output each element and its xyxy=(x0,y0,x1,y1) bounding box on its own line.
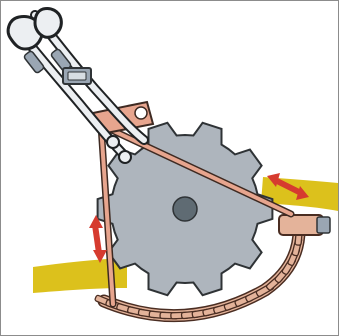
bracket-pin xyxy=(135,107,147,119)
chain-end-cap xyxy=(317,217,330,233)
cable-anchor-top xyxy=(35,8,61,37)
cable-clamp xyxy=(63,68,91,84)
cable-icon xyxy=(8,8,144,163)
sprocket-hub xyxy=(173,197,197,221)
